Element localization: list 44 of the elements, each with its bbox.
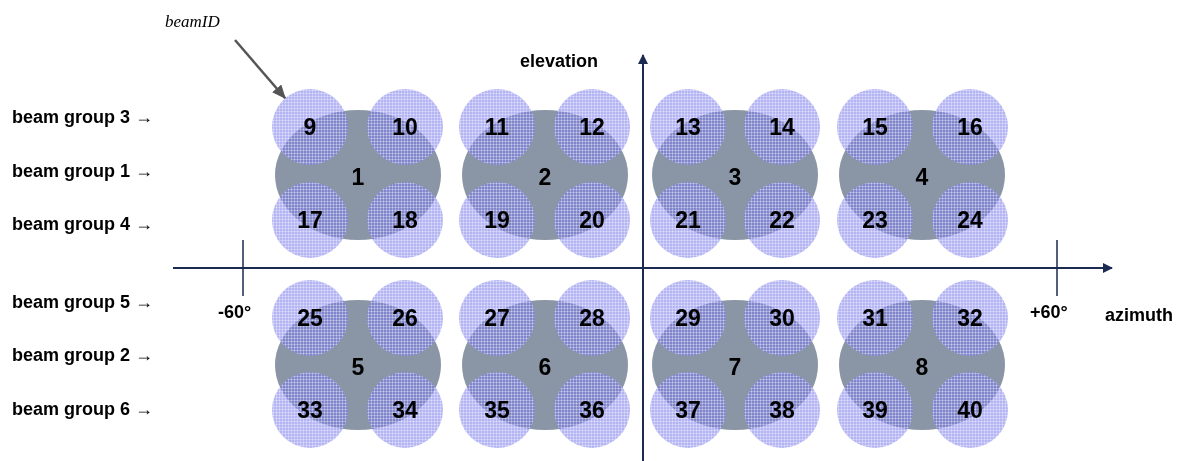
axis-label: elevation bbox=[520, 51, 599, 72]
tick-label: -60° bbox=[218, 302, 252, 323]
beam-circle: 18 bbox=[367, 182, 443, 258]
beam-circle: 12 bbox=[554, 89, 630, 165]
beam-circle: 30 bbox=[744, 280, 820, 356]
tick-label: +60° bbox=[1030, 302, 1068, 323]
beam-circle: 9 bbox=[272, 89, 348, 165]
beam-circle: 34 bbox=[367, 372, 443, 448]
beam-circle: 11 bbox=[459, 89, 535, 165]
row-label: beam group 4 → bbox=[12, 214, 154, 235]
beam-circle: 38 bbox=[744, 372, 820, 448]
beam-circle: 14 bbox=[744, 89, 820, 165]
beam-id-label: beamID bbox=[165, 12, 220, 32]
beam-circle: 26 bbox=[367, 280, 443, 356]
beam-circle: 17 bbox=[272, 182, 348, 258]
beam-circle: 16 bbox=[932, 89, 1008, 165]
beam-circle: 21 bbox=[650, 182, 726, 258]
beam-circle: 39 bbox=[837, 372, 913, 448]
beam-circle: 31 bbox=[837, 280, 913, 356]
beam-circle: 24 bbox=[932, 182, 1008, 258]
beam-circle: 20 bbox=[554, 182, 630, 258]
row-label: beam group 3 → bbox=[12, 107, 154, 128]
row-label: beam group 6 → bbox=[12, 399, 154, 420]
row-label: beam group 5 → bbox=[12, 292, 154, 313]
row-label: beam group 1 → bbox=[12, 161, 154, 182]
beam-circle: 22 bbox=[744, 182, 820, 258]
beam-circle: 19 bbox=[459, 182, 535, 258]
beam-circle: 36 bbox=[554, 372, 630, 448]
beam-circle: 23 bbox=[837, 182, 913, 258]
beam-circle: 13 bbox=[650, 89, 726, 165]
beam-circle: 40 bbox=[932, 372, 1008, 448]
beam-circle: 37 bbox=[650, 372, 726, 448]
axis-label: azimuth bbox=[1105, 305, 1173, 326]
row-label: beam group 2 → bbox=[12, 345, 154, 366]
leader-line bbox=[234, 39, 287, 100]
beam-circle: 35 bbox=[459, 372, 535, 448]
beam-circle: 25 bbox=[272, 280, 348, 356]
beam-circle: 28 bbox=[554, 280, 630, 356]
beam-circle: 15 bbox=[837, 89, 913, 165]
beam-circle: 27 bbox=[459, 280, 535, 356]
beam-circle: 33 bbox=[272, 372, 348, 448]
beam-circle: 32 bbox=[932, 280, 1008, 356]
beam-circle: 29 bbox=[650, 280, 726, 356]
beam-circle: 10 bbox=[367, 89, 443, 165]
